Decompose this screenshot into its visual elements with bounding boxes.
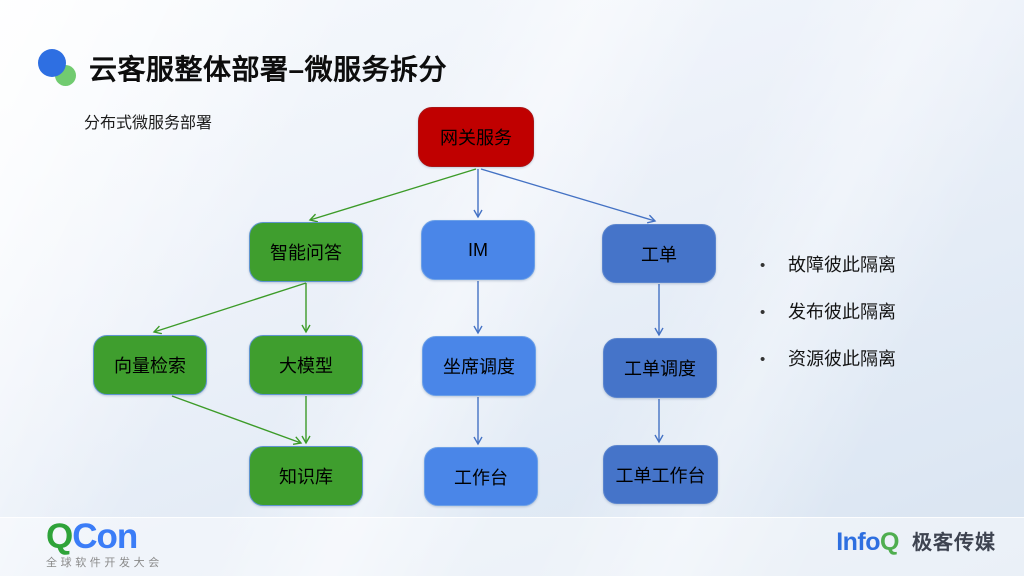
isolation-bullet-item: 发布彼此隔离: [758, 302, 896, 323]
qcon-logo: QCon 全球软件开发大会: [46, 519, 163, 569]
isolation-bullet-item: 故障彼此隔离: [758, 255, 896, 276]
qcon-wordmark: QCon: [46, 519, 163, 554]
isolation-bullet-list: 故障彼此隔离发布彼此隔离资源彼此隔离: [758, 255, 896, 396]
diagram-node-ticket-workbench: 工单工作台: [603, 445, 718, 504]
infoq-brand-name: 极客传媒: [912, 531, 996, 554]
infoq-q-letter: Q: [880, 528, 899, 556]
isolation-bullet-item: 资源彼此隔离: [758, 349, 896, 370]
diagram-node-ticket: 工单: [602, 224, 716, 283]
footer-band: [0, 517, 1024, 576]
qcon-tagline: 全球软件开发大会: [46, 557, 163, 569]
title-bullet-icon: [38, 48, 76, 88]
arrow-vector-search-to-knowledge-base: [171, 395, 301, 443]
arrow-gateway-service-to-ticket: [480, 168, 655, 221]
arrow-smart-qa-to-vector-search: [154, 282, 307, 332]
slide-subtitle: 分布式微服务部署: [84, 115, 213, 132]
slide-title: 云客服整体部署–微服务拆分: [89, 54, 448, 85]
arrow-gateway-service-to-smart-qa: [310, 168, 477, 220]
qcon-con-letters: Con: [72, 517, 138, 556]
diagram-node-ticket-scheduling: 工单调度: [603, 338, 717, 398]
diagram-node-vector-search: 向量检索: [93, 335, 207, 395]
diagram-node-workbench: 工作台: [424, 447, 538, 506]
diagram-node-seat-scheduling: 坐席调度: [422, 336, 536, 396]
diagram-node-im: IM: [421, 220, 535, 280]
diagram-node-llm: 大模型: [249, 335, 363, 395]
diagram-node-gateway-service: 网关服务: [418, 107, 534, 167]
qcon-q-letter: Q: [46, 517, 73, 556]
infoq-info-letters: Info: [836, 528, 881, 556]
blue-dot-icon: [38, 49, 66, 77]
diagram-node-smart-qa: 智能问答: [249, 222, 363, 282]
diagram-node-knowledge-base: 知识库: [249, 446, 363, 506]
slide-header: 云客服整体部署–微服务拆分: [38, 48, 447, 88]
